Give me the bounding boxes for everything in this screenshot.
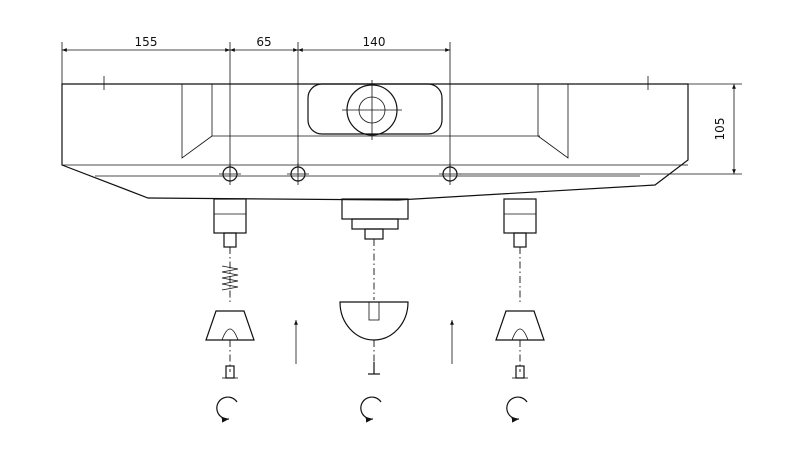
left-stud-assembly	[205, 198, 255, 423]
spring-icon	[221, 265, 239, 291]
dim-105: 105	[713, 118, 727, 141]
side-dimension: 105	[460, 83, 742, 175]
dim-65: 65	[256, 35, 271, 49]
cone-nut-icon	[205, 310, 255, 341]
top-dimensions: 155 65 140	[61, 35, 451, 172]
dim-155: 155	[135, 35, 158, 49]
half-moon-chuck-icon	[339, 301, 409, 341]
rotate-icon	[360, 396, 382, 423]
main-body	[61, 76, 689, 201]
rotate-icon	[506, 396, 528, 423]
right-stud-assembly	[495, 198, 545, 423]
dim-140: 140	[363, 35, 386, 49]
hole-middle	[287, 163, 309, 185]
hole-left	[219, 163, 241, 185]
hole-right	[439, 163, 461, 185]
center-spindle-assembly	[339, 198, 409, 423]
cone-nut-icon	[495, 310, 545, 341]
rotate-icon	[216, 396, 238, 423]
